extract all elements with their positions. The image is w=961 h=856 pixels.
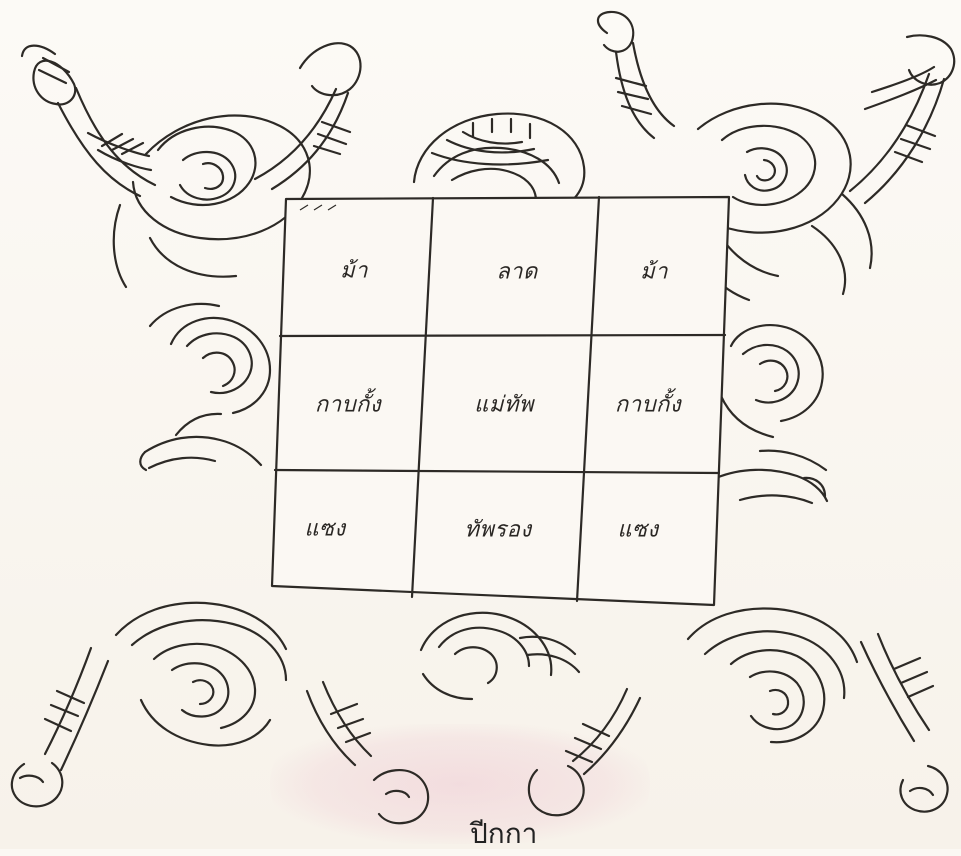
seal-watermark-icon xyxy=(332,385,462,595)
diagram-caption: ปีกกา xyxy=(470,812,537,856)
giant-figure-icon xyxy=(529,608,948,815)
giant-figure-icon xyxy=(140,304,270,470)
giant-figure-icon xyxy=(598,12,954,300)
giant-figure-icon xyxy=(12,603,428,823)
giant-figure-icon xyxy=(414,114,584,214)
giant-figure-icon xyxy=(421,613,579,699)
giant-figure-icon xyxy=(716,325,827,503)
giant-figure-icon xyxy=(22,43,361,287)
